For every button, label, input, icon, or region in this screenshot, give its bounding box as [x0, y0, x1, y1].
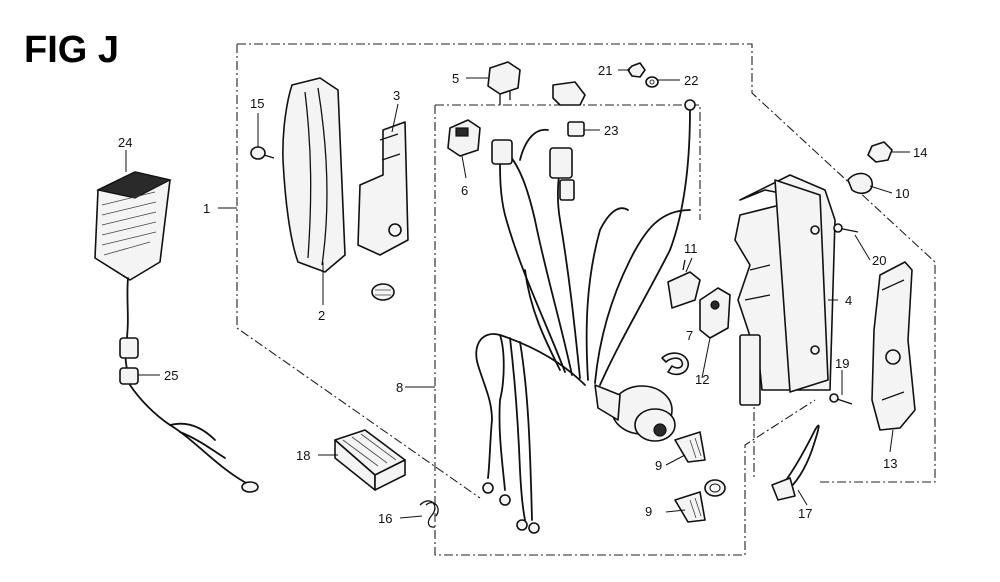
callout-5: 5 [452, 71, 459, 86]
bracket [357, 121, 409, 256]
callout-12: 12 [695, 372, 709, 387]
callout-16: 16 [378, 511, 392, 526]
regulator-rectifier [94, 171, 259, 493]
callout-19: 19 [835, 356, 849, 371]
screw-lower [829, 393, 853, 405]
ignition-switch [594, 384, 676, 442]
figure-title: FIG J [24, 29, 119, 71]
callout-23: 23 [604, 123, 618, 138]
callout-10: 10 [895, 186, 909, 201]
fuse-holder-cap [552, 81, 586, 106]
o-ring [704, 479, 726, 497]
wire-clip [661, 352, 689, 376]
callout-labels: 1 2 3 4 5 6 7 8 9 9 10 11 12 13 14 15 16… [118, 63, 927, 526]
callout-18: 18 [296, 448, 310, 463]
clip [419, 500, 439, 528]
cable-tie [771, 424, 820, 501]
callout-25: 25 [164, 368, 178, 383]
callout-13: 13 [883, 456, 897, 471]
control-panel [734, 174, 836, 406]
callout-14: 14 [913, 145, 927, 160]
callout-4: 4 [845, 293, 852, 308]
switch-knob [699, 287, 731, 339]
callout-6: 6 [461, 183, 468, 198]
callout-1: 1 [203, 201, 210, 216]
rubber-seal-upper [674, 431, 706, 463]
bolt [867, 141, 893, 163]
callout-2: 2 [318, 308, 325, 323]
callout-11: 11 [684, 241, 698, 256]
nut [627, 62, 646, 78]
callout-15: 15 [250, 96, 264, 111]
callout-17: 17 [798, 506, 812, 521]
screw-upper [833, 223, 859, 233]
fuse-block [334, 429, 406, 491]
callout-7: 7 [686, 328, 693, 343]
callout-9-upper: 9 [655, 458, 662, 473]
mounting-plate [871, 261, 916, 431]
wire-harness [475, 99, 696, 534]
washer [645, 76, 659, 88]
screw [250, 146, 275, 160]
assembly-frames [236, 43, 936, 556]
rubber-seal-lower [674, 491, 706, 523]
callout-9-lower: 9 [645, 504, 652, 519]
clamp [847, 172, 873, 194]
connector [447, 119, 481, 157]
callout-21: 21 [598, 63, 612, 78]
fuse [567, 121, 585, 137]
callout-24: 24 [118, 135, 132, 150]
grommet [371, 283, 395, 301]
callout-22: 22 [684, 73, 698, 88]
callout-8: 8 [396, 380, 403, 395]
switch [667, 259, 701, 309]
relay [487, 61, 521, 105]
callout-3: 3 [393, 88, 400, 103]
cover [282, 77, 346, 273]
leader-lines [125, 69, 910, 519]
callout-20: 20 [872, 253, 886, 268]
